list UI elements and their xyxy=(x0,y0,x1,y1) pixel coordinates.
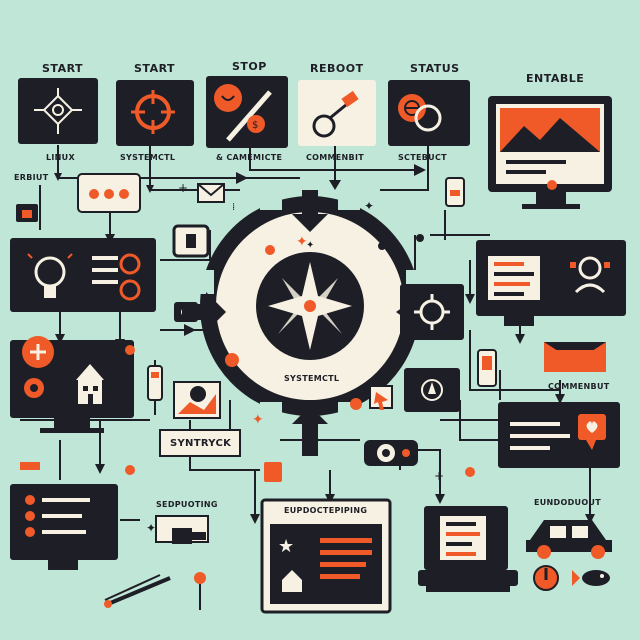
chart-tile-icon xyxy=(173,381,221,419)
reboot-box xyxy=(298,80,376,146)
lightbulb-icon xyxy=(27,253,73,298)
mail-icon xyxy=(197,183,225,203)
fish-icon xyxy=(572,570,610,586)
plus-badge-icon xyxy=(22,336,54,368)
label-syntryck: SYNTRYCK xyxy=(170,438,232,449)
svg-text:✦: ✦ xyxy=(306,240,314,251)
svg-text:✦: ✦ xyxy=(364,199,374,213)
heart-chat-monitor xyxy=(498,402,620,468)
label-eundoduout: EUNDODUOUT xyxy=(534,498,601,507)
heart-chat-icon xyxy=(578,414,606,450)
label-sedpuoting: SEDPUOTING xyxy=(156,500,218,509)
svg-text:+: + xyxy=(178,181,188,195)
label-commenbit: COMMENBIT xyxy=(306,153,364,162)
plug-icon xyxy=(172,224,210,258)
gear-icon xyxy=(414,294,450,330)
stop-box: $ xyxy=(206,76,288,148)
lightbulb-panel xyxy=(10,238,156,312)
document-panel: ★ xyxy=(260,498,392,614)
small-dots xyxy=(20,234,475,584)
label-linux: LINUX xyxy=(46,153,75,162)
svg-text:✦: ✦ xyxy=(146,521,156,535)
list-monitor xyxy=(10,484,118,570)
svg-text:+: + xyxy=(434,469,444,483)
status-gauge-icon xyxy=(398,94,442,132)
label-start-1: START xyxy=(42,62,84,75)
label-cammeicte: & CAMEMICTE xyxy=(216,153,283,162)
start-systemctl-box xyxy=(116,80,194,146)
start-linux-box xyxy=(18,78,98,144)
compass-star-icon xyxy=(268,262,352,350)
cursor-icon xyxy=(369,385,393,410)
label-systemctl: SYSTEMCTL xyxy=(120,153,176,162)
bottle-icon xyxy=(445,177,465,207)
svg-text:$: $ xyxy=(252,120,258,131)
car-icon xyxy=(526,520,612,559)
mail-red-icon xyxy=(544,342,606,372)
syntryck-tag-box xyxy=(159,429,241,457)
label-stop: STOP xyxy=(232,60,267,73)
house-icon xyxy=(76,364,104,404)
laptop-icon xyxy=(418,506,518,592)
label-reboot: REBOOT xyxy=(310,62,364,75)
pen-icon xyxy=(104,576,171,608)
label-entable: ENTABLE xyxy=(526,72,585,85)
reboot-key-icon xyxy=(312,90,359,138)
svg-text:⁞: ⁞ xyxy=(232,202,235,213)
monitor-mountain-icon xyxy=(488,96,612,209)
power-icon xyxy=(533,565,559,591)
label-commenbut: COMMENBUT xyxy=(548,382,610,391)
label-systemctl-center: SYSTEMCTL xyxy=(284,374,340,383)
sparkles: + ⁞ ✦ ✦ ✦ + xyxy=(146,181,444,535)
label-start-2: START xyxy=(134,62,176,75)
status-box xyxy=(388,80,470,146)
svg-text:✦: ✦ xyxy=(252,412,264,428)
central-gear: ✦ ✦ xyxy=(200,196,420,416)
remote-icon xyxy=(147,365,163,401)
key-slot-icon xyxy=(477,349,497,387)
usb-icon xyxy=(155,515,209,544)
label-erbiut: ERBIUT xyxy=(14,173,49,182)
label-sctebuct: SCTEBUCT xyxy=(398,153,447,162)
gear-panel xyxy=(400,284,464,340)
chat-bubble-icon xyxy=(77,173,141,213)
svg-text:✦: ✦ xyxy=(296,234,308,250)
face-monitor xyxy=(476,240,626,326)
label-status: STATUS xyxy=(410,62,460,75)
label-eupdoctepiping: EUPDOCTEPIPING xyxy=(284,506,368,515)
target-icon xyxy=(131,90,175,134)
lock-icon xyxy=(16,204,38,222)
camera-icon xyxy=(364,440,418,466)
network-node-icon xyxy=(34,88,82,134)
compass-panel xyxy=(404,368,460,412)
face-icon xyxy=(570,256,610,294)
svg-text:★: ★ xyxy=(278,536,294,557)
stop-wrench-icon: $ xyxy=(214,84,272,142)
